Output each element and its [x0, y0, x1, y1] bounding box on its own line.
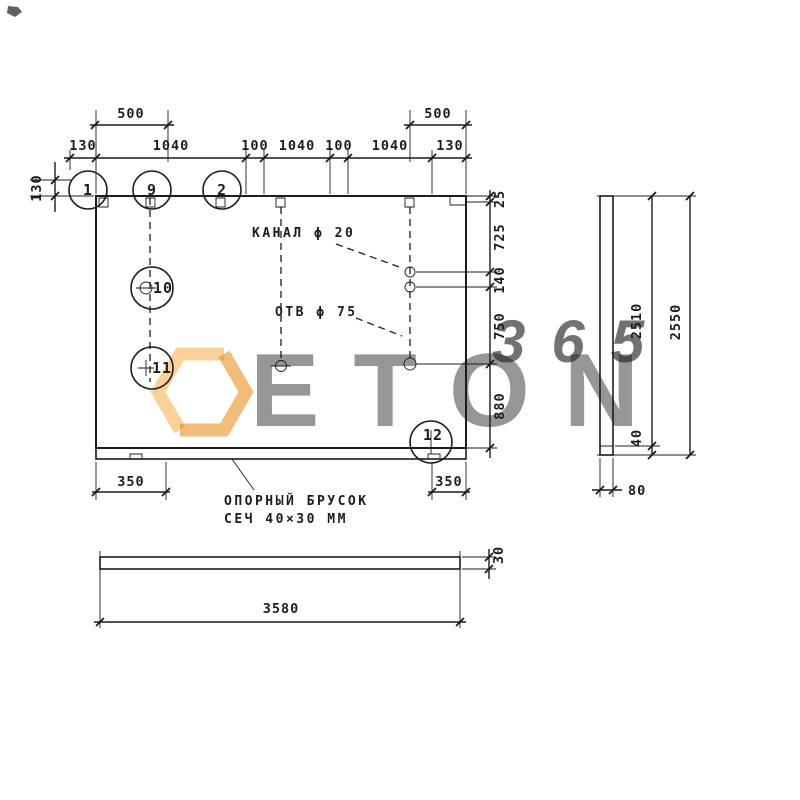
side-width-dim-extensions	[599, 458, 614, 497]
watermark-brand-text: ETON	[250, 333, 673, 449]
channel-lines: КАНАЛ ϕ 20 ОТВ ϕ 75	[149, 198, 417, 382]
thickness-30-label: 30	[491, 546, 507, 564]
callout-circle-1	[68, 170, 108, 210]
bottom-350-left-label: 350	[117, 474, 144, 490]
callout-circle-2	[202, 170, 242, 210]
corner-mark	[7, 6, 22, 17]
dim-500-extensions	[95, 110, 467, 162]
hole-label: ОТВ ϕ 75	[275, 305, 358, 320]
side-dim-80-label: 80	[628, 483, 646, 499]
bottom-strip-end-marks	[99, 551, 461, 575]
right-chain-725: 725	[492, 223, 508, 250]
left-dim-label: 130	[29, 174, 45, 201]
watermark-hexagon-right	[180, 350, 254, 437]
bottom-350-extensions	[95, 462, 467, 500]
side-dim-40-label: 40	[629, 429, 645, 447]
top-chain-100-b: 100	[325, 138, 352, 154]
panel-support-strip	[95, 447, 467, 460]
right-chain-25: 25	[492, 190, 508, 208]
callout-10-label: 10	[153, 279, 173, 297]
hole-leader-line	[355, 317, 403, 337]
callout-circle-10	[130, 266, 174, 310]
plan-view: КАНАЛ ϕ 20 ОТВ ϕ 75 1 9 2 10 11 12 500	[29, 106, 508, 527]
dim-left-130: 130	[29, 162, 94, 212]
callout-circle-12	[409, 420, 453, 464]
top-chain-1040-a: 1040	[153, 138, 190, 154]
top-chain-1040-c: 1040	[372, 138, 409, 154]
watermark: ETON 365	[150, 308, 673, 449]
top-chain-1040-b: 1040	[279, 138, 316, 154]
callout-2-label: 2	[217, 181, 227, 199]
thickness-dim-extensions	[462, 556, 496, 570]
callout-circle-11	[130, 346, 174, 390]
callout-11-label: 11	[152, 359, 172, 377]
bottom-view: 30 3580	[94, 546, 507, 628]
right-chain-750: 750	[492, 312, 508, 339]
side-dim-lines	[651, 196, 691, 455]
callout-circles: 1 9 2 10 11 12	[68, 170, 453, 464]
side-dim-2510-label: 2510	[629, 303, 645, 340]
dim-top-500: 500 500	[90, 106, 472, 162]
strip-notches	[129, 453, 441, 459]
edge-detail-squares	[98, 196, 466, 208]
support-note-line2: СЕЧ 40×30 ММ	[224, 512, 348, 527]
dim-bottom-350: 350 350	[91, 462, 471, 500]
hole-symbol-upper-1	[404, 266, 416, 278]
length-dim-extensions	[99, 573, 461, 628]
side-dim-extensions	[615, 195, 696, 456]
right-chain-880: 880	[492, 392, 508, 419]
callout-9-label: 9	[147, 181, 157, 199]
bottom-350-right-label: 350	[435, 474, 462, 490]
dim-top-chain: 130 1040 100 1040 100 1040 130	[64, 138, 472, 194]
callout-axis-marks	[136, 287, 432, 454]
support-note-leader	[231, 458, 255, 491]
support-note: ОПОРНЫЙ БРУСОК СЕЧ 40×30 ММ	[224, 458, 369, 527]
channel-leader-line	[335, 243, 403, 269]
channel-label: КАНАЛ ϕ 20	[252, 226, 355, 241]
panel-outline	[95, 195, 467, 460]
left-dim-extensions	[30, 179, 94, 197]
hole-symbol-upper-2	[404, 281, 416, 293]
callout-circle-9	[132, 170, 172, 210]
bottom-strip-body	[99, 556, 461, 570]
support-note-line1: ОПОРНЫЙ БРУСОК	[224, 493, 369, 509]
watermark-hexagon-left	[150, 347, 224, 434]
dim-500-right-label: 500	[424, 106, 451, 122]
callout-12-label: 12	[423, 426, 443, 444]
top-chain-extensions	[69, 150, 467, 194]
top-chain-130-right: 130	[436, 138, 463, 154]
side-bar-details	[597, 195, 616, 456]
callout-1-label: 1	[83, 181, 93, 199]
top-chain-130-left: 130	[69, 138, 96, 154]
watermark-number-text: 365	[492, 308, 670, 375]
side-view: 2510 40 2550 80	[592, 191, 696, 499]
side-dim-2550-label: 2550	[668, 304, 684, 341]
dim-500-left-label: 500	[117, 106, 144, 122]
dim-right-chain: 25 725 140 750 880	[416, 190, 508, 458]
right-chain-extensions	[416, 195, 497, 449]
right-chain-140: 140	[492, 266, 508, 293]
top-chain-100-a: 100	[241, 138, 268, 154]
length-3580-label: 3580	[263, 601, 300, 617]
